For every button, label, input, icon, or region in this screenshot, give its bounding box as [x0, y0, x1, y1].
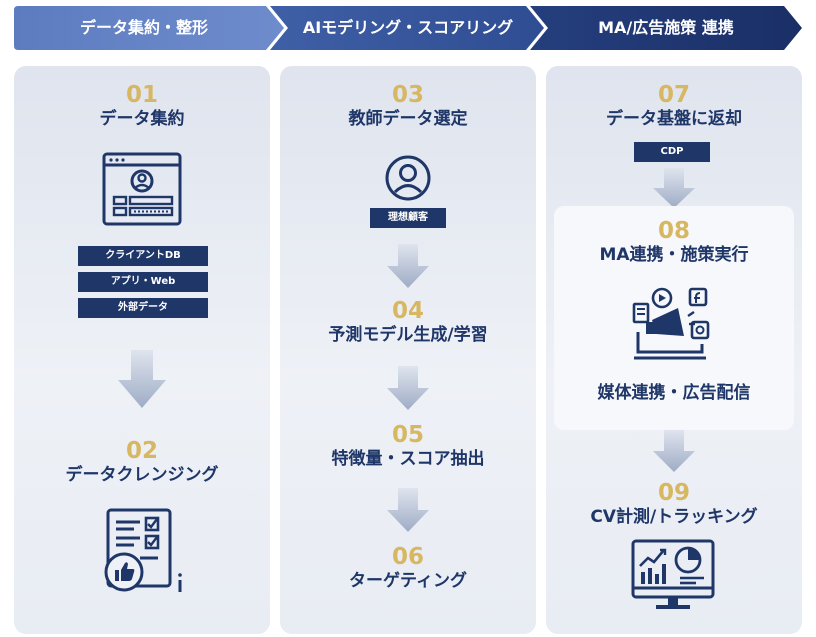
step-number: 07	[657, 82, 690, 108]
step-title: ターゲティング	[349, 571, 467, 591]
step-title: データ基盤に返却	[606, 109, 742, 129]
phase-label-ma: MA/広告施策 連携	[598, 18, 734, 37]
step-title: MA連携・施策実行	[599, 245, 749, 265]
step-number: 06	[391, 544, 424, 570]
step-number: 09	[657, 480, 690, 506]
source-tag: 外部データ	[78, 298, 208, 318]
step-09: 09 CV計測/トラッキング	[546, 480, 802, 528]
step-title: 予測モデル生成/学習	[328, 325, 488, 345]
phase-label-ai: AIモデリング・スコアリング	[302, 18, 514, 37]
step-07: 07 データ基盤に返却	[546, 82, 802, 130]
step-title: データクレンジング	[65, 465, 219, 485]
source-tag: クライアントDB	[78, 246, 208, 266]
phase-banner-bg	[14, 6, 802, 50]
column-ai-modeling: 03 教師データ選定 理想顧客 04 予測モデル生成/学習 05 特徴量・スコア…	[280, 66, 536, 634]
user-circle-icon	[385, 155, 431, 201]
step-number: 08	[657, 218, 690, 244]
checklist-thumbs-up-icon	[104, 508, 182, 592]
flow-arrow-icon	[653, 430, 695, 472]
step-number: 01	[125, 82, 158, 108]
source-tag: アプリ・Web	[78, 272, 208, 292]
step-08-caption: 媒体連携・広告配信	[597, 383, 751, 403]
flow-arrow-icon	[653, 168, 695, 208]
flow-arrow-icon	[118, 350, 166, 408]
tag-cdp: CDP	[634, 142, 710, 162]
step-06: 06 ターゲティング	[280, 544, 536, 592]
step-02: 02 データクレンジング	[14, 438, 270, 486]
ma-execution-panel: 08 MA連携・施策実行 媒体連携・広告配信	[554, 206, 794, 430]
step-01: 01 データ集約	[14, 82, 270, 130]
step-05: 05 特徴量・スコア抽出	[280, 422, 536, 470]
megaphone-media-icon	[632, 287, 710, 360]
flow-arrow-icon	[387, 366, 429, 410]
flow-arrow-icon	[387, 244, 429, 288]
flow-arrow-icon	[387, 488, 429, 532]
step-title: データ集約	[99, 109, 185, 129]
phase-label-data: データ集約・整形	[79, 18, 208, 37]
step-number: 02	[125, 438, 158, 464]
tag-ideal-customer: 理想顧客	[370, 208, 446, 228]
phase-header: データ集約・整形 AIモデリング・スコアリング MA/広告施策 連携	[14, 6, 802, 50]
step-title: CV計測/トラッキング	[590, 507, 758, 527]
browser-profile-icon	[102, 152, 182, 226]
column-data-aggregation: 01 データ集約 クライアントDB アプリ・Web 外部データ 02 データクレ…	[14, 66, 270, 634]
step-number: 05	[391, 422, 424, 448]
step-number: 03	[391, 82, 424, 108]
step-03: 03 教師データ選定	[280, 82, 536, 130]
column-ma-ads: 07 データ基盤に返却 CDP 08 MA連携・施策実行	[546, 66, 802, 634]
step-04: 04 予測モデル生成/学習	[280, 298, 536, 346]
analytics-monitor-icon	[631, 539, 715, 609]
step-title: 教師データ選定	[348, 109, 468, 129]
step-number: 04	[391, 298, 424, 324]
step-title: 特徴量・スコア抽出	[331, 449, 485, 469]
step-08: 08 MA連携・施策実行	[554, 218, 794, 266]
